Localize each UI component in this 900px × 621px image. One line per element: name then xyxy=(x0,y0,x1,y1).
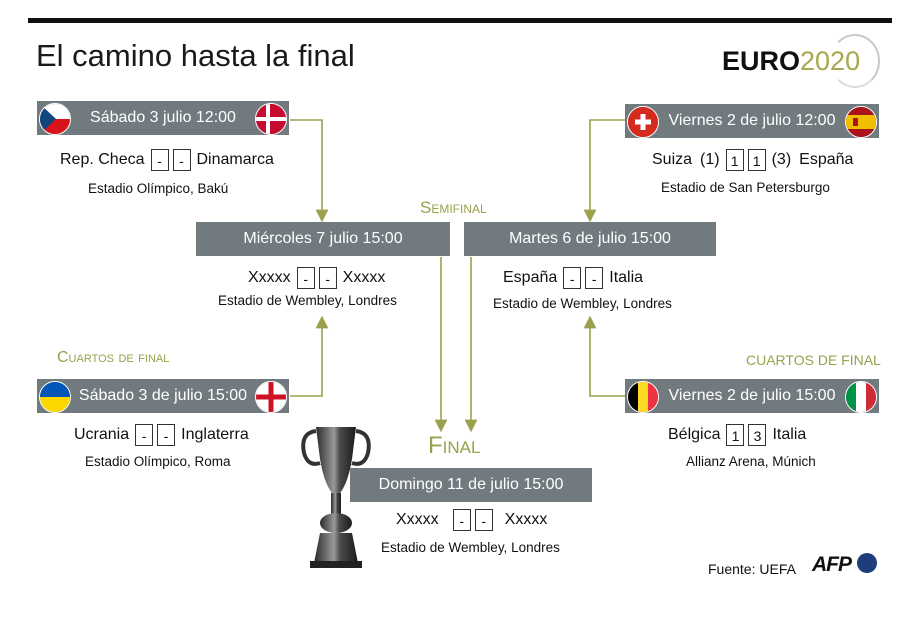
ukraine-flag-icon xyxy=(39,381,71,413)
team-away: Xxxxx xyxy=(504,511,548,528)
team-home: Suiza xyxy=(652,151,693,168)
match-venue: Estadio de San Petersburgo xyxy=(661,180,830,195)
england-flag-icon xyxy=(255,381,287,413)
match-bar-qf2: Viernes 2 de julio 12:00 xyxy=(625,104,879,138)
stage-label-quarters-left: Cuartos de final xyxy=(57,349,170,366)
team-away: Xxxxx xyxy=(342,269,386,286)
denmark-flag-icon xyxy=(255,103,287,135)
line-qf1-to-sf1 xyxy=(290,119,329,223)
match-bar-sf1: Miércoles 7 julio 15:00 xyxy=(196,222,450,256)
match-venue: Estadio de Wembley, Londres xyxy=(218,293,397,308)
match-row-sf2: España - - Italia xyxy=(499,267,647,289)
trophy-icon xyxy=(301,427,371,568)
logo-brand: EURO xyxy=(722,46,801,76)
team-away: Inglaterra xyxy=(181,426,249,443)
team-home: Xxxxx xyxy=(248,269,291,286)
score-away: - xyxy=(585,267,604,289)
match-date: Domingo 11 de julio 15:00 xyxy=(378,476,564,493)
belgium-flag-icon xyxy=(627,381,659,413)
switzerland-flag-icon xyxy=(627,106,659,138)
match-date: Sábado 3 julio 12:00 xyxy=(90,109,236,126)
stage-label-final: Final xyxy=(428,432,481,459)
match-date: Martes 6 de julio 15:00 xyxy=(509,230,671,247)
team-home: Bélgica xyxy=(668,426,721,443)
czech-flag-icon xyxy=(39,103,71,135)
match-bar-sf2: Martes 6 de julio 15:00 xyxy=(464,222,716,256)
match-date: Viernes 2 de julio 12:00 xyxy=(668,112,836,129)
score-away: - xyxy=(172,149,191,171)
top-rule xyxy=(28,18,892,23)
match-bar-qf3: Sábado 3 de julio 15:00 xyxy=(37,379,289,413)
score-away: 1 xyxy=(747,149,766,171)
match-row-qf2: Suiza (1) 1 1 (3) España xyxy=(648,149,857,171)
team-away: Dinamarca xyxy=(196,151,274,168)
afp-logo: AFP xyxy=(812,553,852,576)
match-bar-qf4: Viernes 2 de julio 15:00 xyxy=(625,379,879,413)
match-date: Miércoles 7 julio 15:00 xyxy=(243,230,403,247)
team-home: Rep. Checa xyxy=(60,151,145,168)
penalties-away: (3) xyxy=(771,151,792,168)
score-away: 3 xyxy=(748,424,767,446)
line-qf3-to-sf1 xyxy=(290,315,329,397)
score-home: - xyxy=(135,424,154,446)
team-away: España xyxy=(799,151,854,168)
score-away: - xyxy=(157,424,176,446)
score-away: - xyxy=(474,509,493,531)
score-home: - xyxy=(563,267,582,289)
score-home: - xyxy=(452,509,471,531)
match-venue: Allianz Arena, Múnich xyxy=(686,454,816,469)
score-home: 1 xyxy=(726,424,745,446)
team-away: Italia xyxy=(772,426,807,443)
page-title: El camino hasta la final xyxy=(36,38,355,73)
score-home: - xyxy=(296,267,315,289)
match-row-qf4: Bélgica 1 3 Italia xyxy=(664,424,810,446)
line-qf4-to-sf2 xyxy=(583,315,628,397)
match-bar-final: Domingo 11 de julio 15:00 xyxy=(350,468,592,502)
stage-label-quarters-right: CUARTOS DE FINAL xyxy=(746,352,881,368)
italy-flag-icon xyxy=(845,381,877,413)
match-date: Viernes 2 de julio 15:00 xyxy=(668,387,836,404)
match-bar-qf1: Sábado 3 julio 12:00 xyxy=(37,101,289,135)
score-away: - xyxy=(318,267,337,289)
stage-label-semifinal: Semifinal xyxy=(420,198,487,217)
match-row-qf3: Ucrania - - Inglaterra xyxy=(70,424,253,446)
match-row-sf1: Xxxxx - - Xxxxx xyxy=(244,267,389,289)
penalties-home: (1) xyxy=(700,151,720,168)
match-venue: Estadio Olímpico, Bakú xyxy=(88,181,229,196)
afp-globe-icon xyxy=(857,553,877,573)
match-row-qf1: Rep. Checa - - Dinamarca xyxy=(56,149,278,171)
team-home: Ucrania xyxy=(74,426,130,443)
team-home: Xxxxx xyxy=(396,511,439,528)
line-qf2-to-sf2 xyxy=(583,119,628,223)
match-venue: Estadio Olímpico, Roma xyxy=(85,454,231,469)
score-home: 1 xyxy=(725,149,744,171)
team-away: Italia xyxy=(609,269,644,286)
logo-ring xyxy=(830,34,880,88)
team-home: España xyxy=(503,269,558,286)
score-home: - xyxy=(150,149,169,171)
source-credit: Fuente: UEFA xyxy=(708,561,796,577)
match-row-final: Xxxxx - - Xxxxx xyxy=(392,509,551,531)
match-venue: Estadio de Wembley, Londres xyxy=(493,296,672,311)
match-venue: Estadio de Wembley, Londres xyxy=(381,540,560,555)
spain-flag-icon xyxy=(845,106,877,138)
match-date: Sábado 3 de julio 15:00 xyxy=(78,387,248,404)
